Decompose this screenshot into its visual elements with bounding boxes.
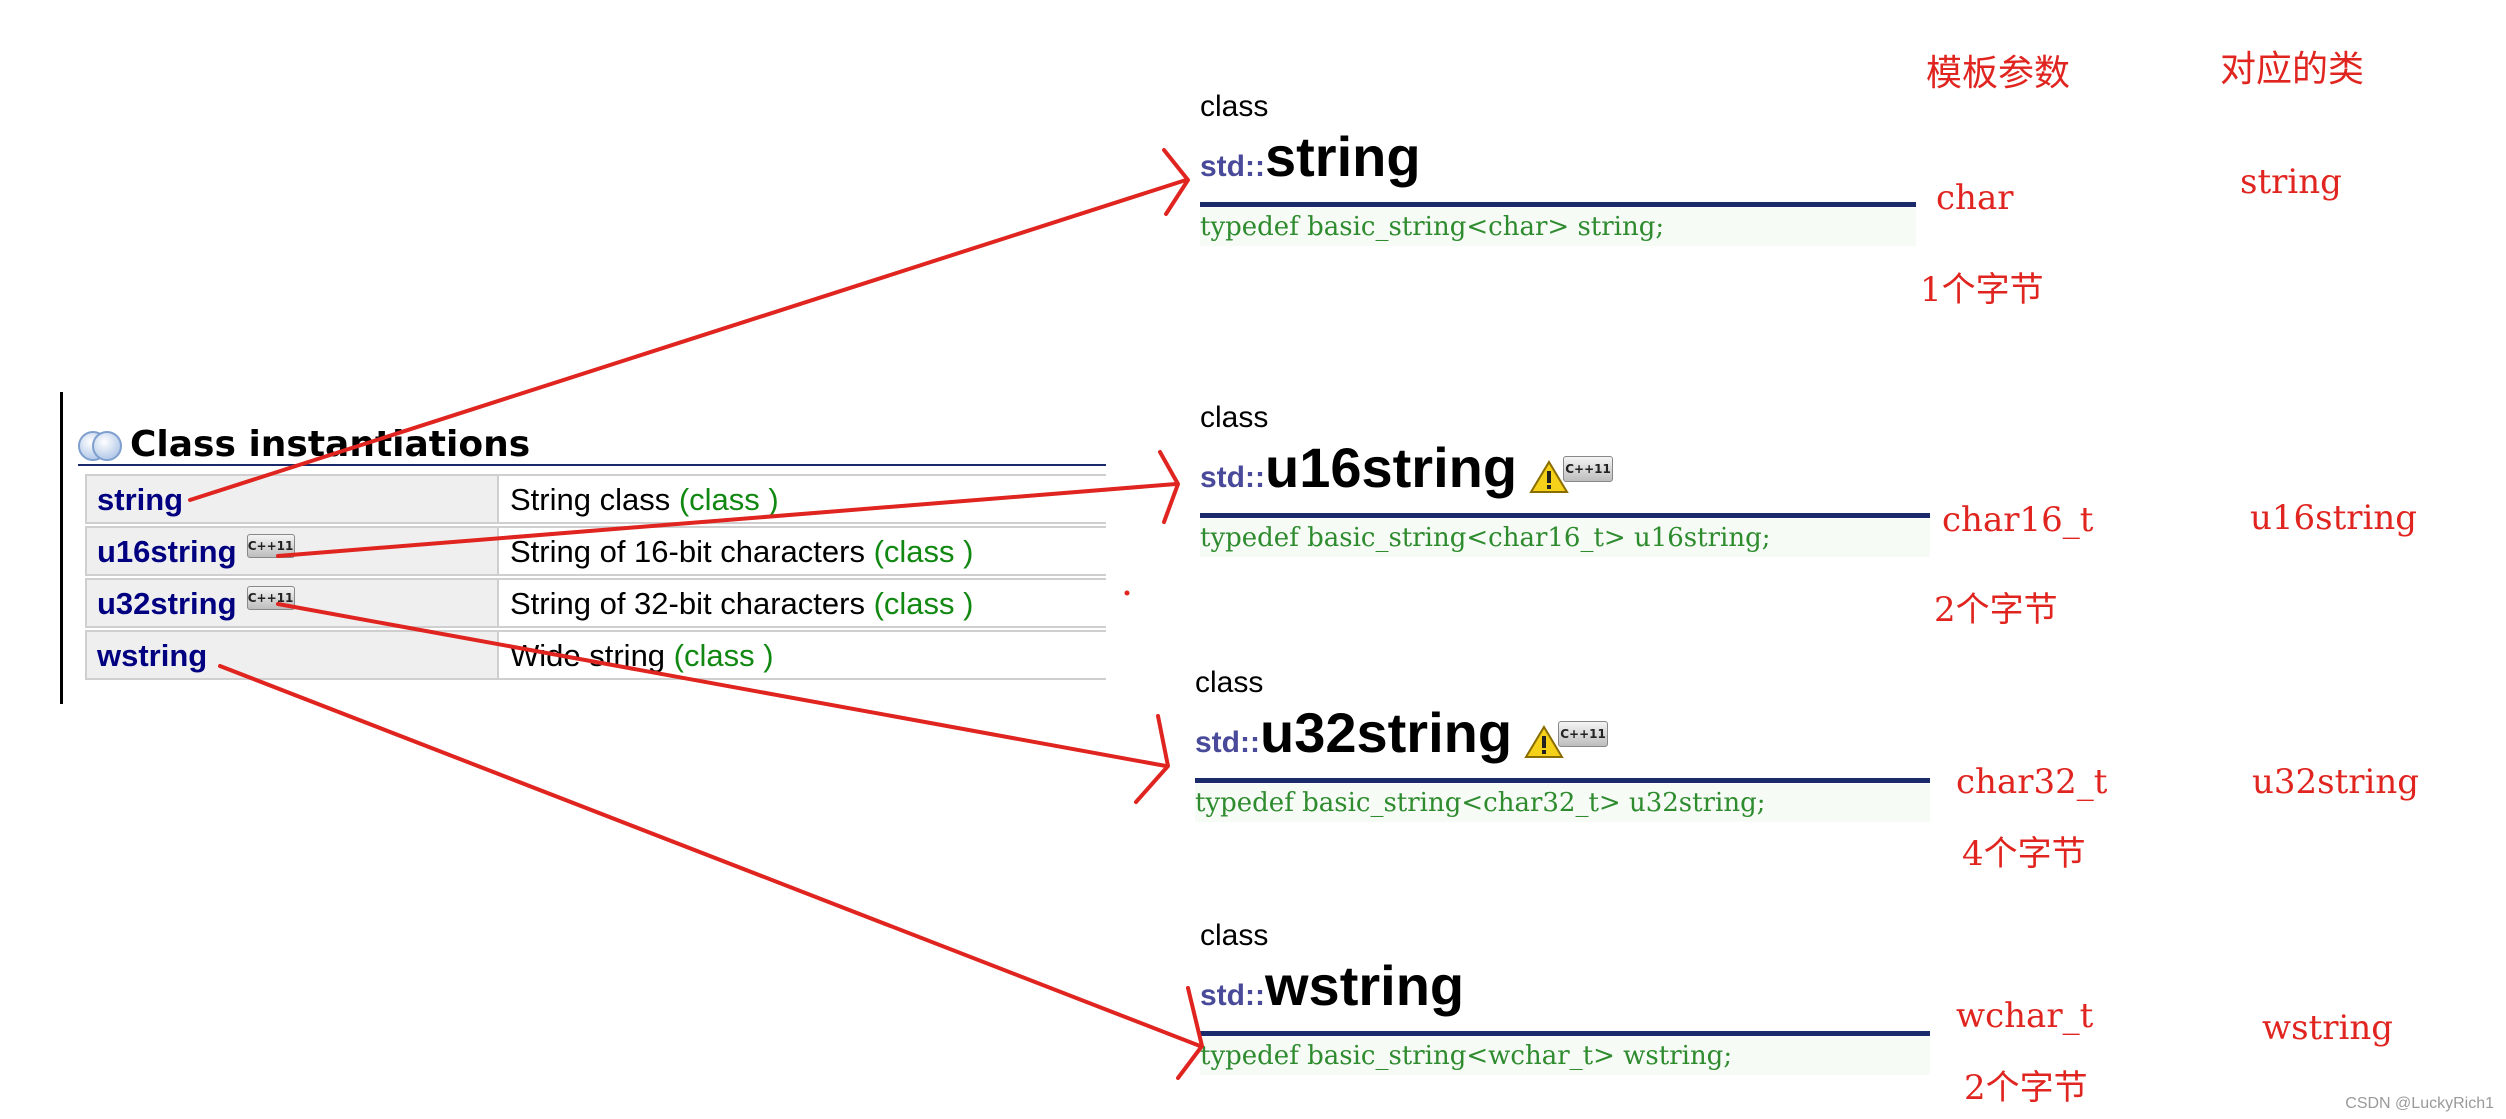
namespace-prefix: std:: [1195,726,1260,759]
typedef-line: typedef basic_string<char> string; [1200,208,1916,246]
class-keyword: class [1200,90,1269,123]
table-cell-description: String of 32-bit characters (class ) [510,586,973,622]
class-heading: std::wstring [1200,953,1464,1018]
arrowhead-wstring [1176,986,1204,1080]
table-cell-description: String class (class ) [510,482,779,518]
red-dot [1124,590,1130,596]
table-row-wstring: wstring Wide string (class ) [85,630,1106,680]
table-cell-description: String of 16-bit characters (class ) [510,534,973,570]
arrowhead-u32string [1134,714,1170,804]
table-cell-name: wstring [85,632,499,678]
class-instantiations-title: Class instantiations [130,423,531,465]
namespace-prefix: std:: [1200,150,1265,183]
class-keyword: class [1200,401,1269,434]
link-string[interactable]: string [97,482,184,517]
venn-circles-icon [78,429,122,461]
row-kind: (class ) [678,482,779,517]
size-label: 4个字节 [1962,834,2086,874]
header-template-param: 模板参数 [1926,53,2071,94]
cpp11-badge: C++11 [1563,455,1614,482]
cpp11-badge: C++11 [1558,720,1609,747]
param-char32: char32_t [1956,762,2108,802]
class-heading: std::u16string C++11 [1200,435,1614,500]
class-keyword: class [1195,666,1264,699]
header-corresponding-class: 对应的类 [2220,49,2365,90]
arrow-u16string [276,482,1178,558]
warning-icon [1529,459,1569,493]
typedef-line: typedef basic_string<char16_t> u16string… [1200,519,1930,557]
class-name: u32string [1259,701,1513,764]
cpp11-badge: C++11 [246,533,295,558]
class-rule [1200,513,1930,518]
row-kind: (class ) [873,586,974,621]
left-vertical-bar [60,392,63,704]
class-instantiations-heading: Class instantiations [78,420,530,468]
size-label: 2个字节 [1934,590,2058,630]
row-kind: (class ) [673,638,774,673]
typedef-line: typedef basic_string<char32_t> u32string… [1195,784,1930,822]
link-wstring[interactable]: wstring [97,638,208,673]
row-kind: (class ) [873,534,974,569]
param-char16: char16_t [1942,500,2094,540]
class-wstring: wstring [2262,1008,2394,1048]
table-row-string: string String class (class ) [85,474,1106,524]
namespace-prefix: std:: [1200,461,1265,494]
class-heading: std::u32string C++11 [1195,700,1609,765]
heading-rule [78,464,1106,466]
class-name: wstring [1264,954,1465,1017]
link-u32string[interactable]: u32string [97,586,237,621]
class-rule [1195,778,1930,783]
size-label: 1个字节 [1920,270,2044,310]
class-string: string [2240,162,2342,202]
row-description: String class [510,482,679,517]
arrowhead-u16string [1158,450,1180,524]
table-cell-name: string [85,476,499,522]
param-char: char [1936,178,2014,218]
param-wchar: wchar_t [1956,996,2094,1036]
class-u16string: u16string [2250,498,2418,538]
arrowhead-string [1162,148,1190,216]
table-cell-name: u16string C++11 [85,528,499,574]
namespace-prefix: std:: [1200,979,1265,1012]
warning-icon [1524,724,1564,758]
typedef-line: typedef basic_string<wchar_t> wstring; [1200,1037,1930,1075]
class-heading: std::string [1200,124,1421,189]
watermark: CSDN @LuckyRich1 [2345,1095,2494,1112]
class-name: u16string [1264,436,1518,499]
row-description: String of 32-bit characters [510,586,874,621]
arrow-u32string [276,602,1168,768]
arrow-wstring [218,664,1202,1048]
class-name: string [1264,125,1421,188]
arrow-string [188,178,1188,502]
table-row-u16string: u16string C++11 String of 16-bit characte… [85,526,1106,576]
class-rule [1200,202,1916,207]
link-u16string[interactable]: u16string [97,534,237,569]
row-description: String of 16-bit characters [510,534,874,569]
class-u32string: u32string [2252,762,2420,802]
table-cell-description: Wide string (class ) [510,638,774,674]
class-keyword: class [1200,919,1269,952]
size-label: 2个字节 [1964,1068,2088,1108]
row-description: Wide string [510,638,674,673]
class-rule [1200,1031,1930,1036]
